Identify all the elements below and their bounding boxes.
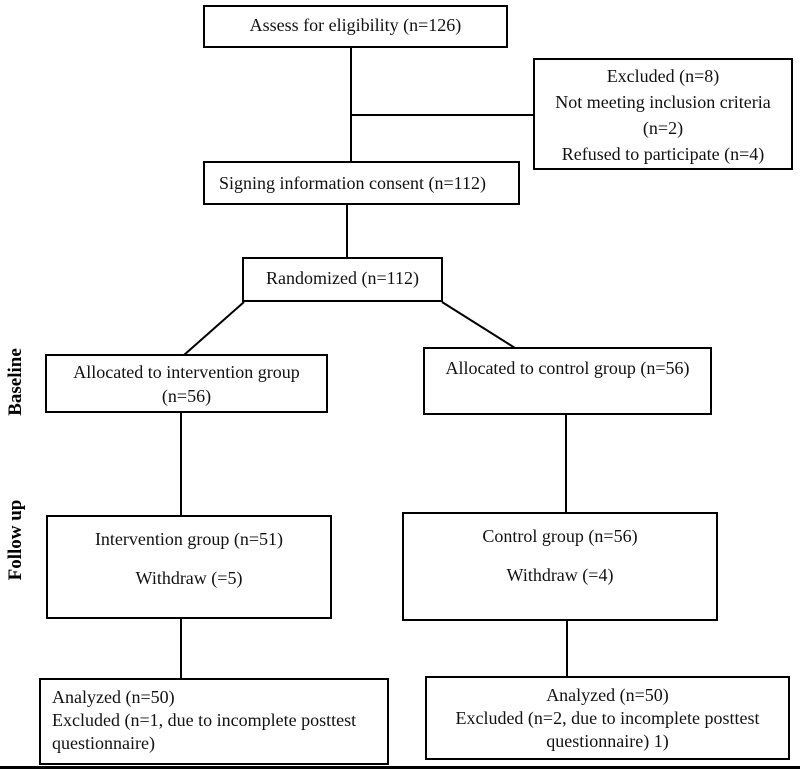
excluded-line-4: Refused to participate (n=4) xyxy=(561,144,765,164)
followup-intervention-box: Intervention group (n=51) Withdraw (=5) xyxy=(46,515,332,619)
analyzed-intervention-line-3: questionnaire) xyxy=(52,733,155,753)
followup-control-line-2: Withdraw (=4) xyxy=(506,565,614,585)
followup-control-box: Control group (n=56) Withdraw (=4) xyxy=(402,512,718,621)
analyzed-intervention-line-1: Analyzed (n=50) xyxy=(52,687,175,707)
connector-followup-to-analysis-right xyxy=(566,619,568,678)
excluded-box: Excluded (n=8) Not meeting inclusion cri… xyxy=(533,58,793,170)
excluded-line-2: Not meeting inclusion criteria xyxy=(555,92,771,112)
allocated-control-box: Allocated to control group (n=56) xyxy=(423,347,712,415)
followup-intervention-line-2: Withdraw (=5) xyxy=(135,568,243,588)
excluded-line-1: Excluded (n=8) xyxy=(606,66,720,86)
followup-control-line-1: Control group (n=56) xyxy=(482,526,638,546)
connector-to-excluded xyxy=(351,114,533,116)
figure-bottom-rule xyxy=(0,766,800,769)
analyzed-control-line-1: Analyzed (n=50) xyxy=(546,685,669,705)
randomized-box: Randomized (n=112) xyxy=(242,257,443,302)
assess-eligibility-box: Assess for eligibility (n=126) xyxy=(203,5,508,48)
connector-consent-to-randomized xyxy=(346,204,348,259)
allocated-intervention-box: Allocated to intervention group (n=56) xyxy=(45,354,328,413)
consent-box: Signing information consent (n=112) xyxy=(203,161,520,205)
diagonal-randomized-to-control xyxy=(441,301,516,349)
allocated-intervention-line-2: (n=56) xyxy=(161,386,212,406)
randomized-text: Randomized (n=112) xyxy=(266,268,419,288)
followup-intervention-line-1: Intervention group (n=51) xyxy=(94,529,284,549)
baseline-phase-label: Baseline xyxy=(5,348,26,416)
diagonal-randomized-to-intervention xyxy=(183,301,245,356)
connector-allocation-to-followup-left xyxy=(180,411,182,517)
connector-assess-to-consent xyxy=(350,47,352,163)
analyzed-control-box: Analyzed (n=50) Excluded (n=2, due to in… xyxy=(425,676,790,760)
analyzed-control-line-2: Excluded (n=2, due to incomplete posttes… xyxy=(455,708,760,728)
analyzed-intervention-line-2: Excluded (n=1, due to incomplete posttes… xyxy=(52,710,357,730)
allocated-control-text: Allocated to control group (n=56) xyxy=(445,358,690,378)
connector-followup-to-analysis-left xyxy=(180,617,182,680)
connector-allocation-to-followup-right xyxy=(565,413,567,514)
consent-text: Signing information consent (n=112) xyxy=(219,173,486,193)
assess-eligibility-text: Assess for eligibility (n=126) xyxy=(249,15,462,35)
excluded-line-3: (n=2) xyxy=(642,118,684,138)
follow-up-phase-label: Follow up xyxy=(5,499,26,581)
analyzed-intervention-box: Analyzed (n=50) Excluded (n=1, due to in… xyxy=(39,678,389,765)
allocated-intervention-line-1: Allocated to intervention group xyxy=(73,362,300,382)
analyzed-control-line-3: questionnaire) 1) xyxy=(546,731,669,751)
